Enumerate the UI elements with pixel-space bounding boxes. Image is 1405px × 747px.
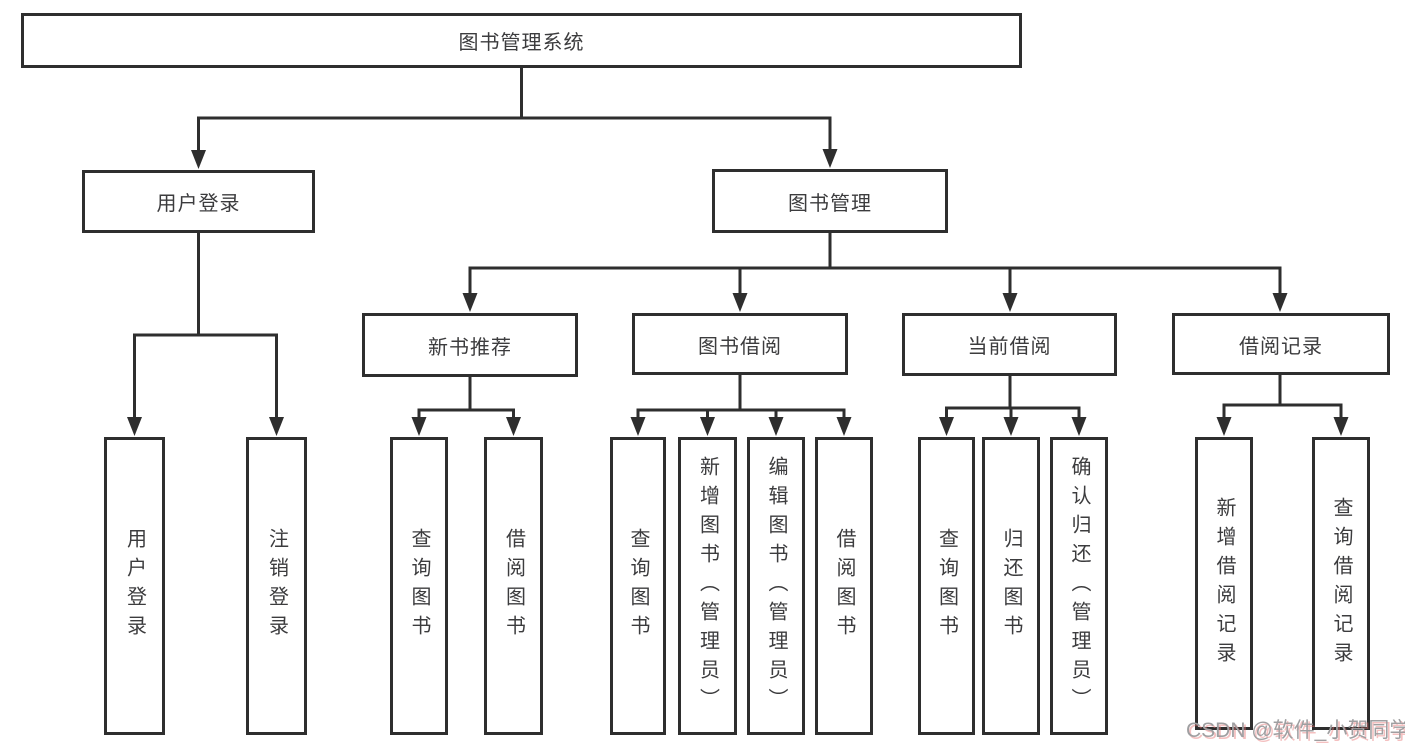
node-label: 归还图书 [1000, 528, 1022, 644]
node-label: 借阅图书 [502, 528, 525, 644]
connector-bookmgmt-to-level2 [462, 231, 1288, 312]
connector-root-to-level1 [191, 66, 838, 169]
node-leaf-logout: 注销登录 [246, 437, 307, 735]
node-leaf-return-book: 归还图书 [982, 437, 1040, 735]
arrow-head-icon [836, 417, 852, 436]
connector-borrowrecords-to-leaves [1216, 373, 1349, 436]
node-leaf-add-borrow-record: 新增借阅记录 [1195, 437, 1253, 730]
arrow-head-icon [822, 149, 838, 168]
arrow-head-icon [768, 417, 784, 436]
node-user-login: 用户登录 [82, 170, 315, 233]
arrow-head-icon [1071, 417, 1087, 436]
node-label: 当前借阅 [967, 336, 1052, 358]
node-label: 查询借阅记录 [1330, 496, 1352, 671]
node-leaf-confirm-return-admin: 确认归还（管理员） [1050, 437, 1108, 735]
node-label: 新增借阅记录 [1213, 496, 1235, 671]
arrow-head-icon [1003, 417, 1019, 436]
node-leaf-user-login: 用户登录 [104, 437, 165, 735]
arrow-head-icon [411, 417, 427, 436]
arrow-head-icon [127, 417, 142, 436]
node-label: 图书管理 [788, 192, 872, 215]
arrow-head-icon [700, 417, 715, 436]
node-label: 新增图书（管理员） [696, 455, 719, 717]
node-label: 图书借阅 [698, 335, 782, 358]
node-leaf-borrow-book: 借阅图书 [815, 437, 873, 735]
node-label: 注销登录 [265, 528, 288, 644]
node-leaf-query-book: 查询图书 [610, 437, 666, 735]
arrow-head-icon [506, 417, 521, 436]
node-book-borrow: 图书借阅 [632, 313, 848, 375]
node-leaf-query-current: 查询图书 [918, 437, 975, 735]
arrow-head-icon [1216, 417, 1232, 436]
csdn-watermark: CSDN @软件_小贺同学 [1186, 719, 1405, 742]
arrow-head-icon [1272, 293, 1288, 312]
node-label: 借阅记录 [1239, 335, 1323, 358]
arrow-head-icon [732, 293, 748, 312]
arrow-head-icon [191, 150, 206, 169]
node-borrow-records: 借阅记录 [1172, 313, 1390, 375]
node-leaf-borrow-book-rec: 借阅图书 [484, 437, 543, 735]
node-current-borrow: 当前借阅 [902, 313, 1117, 376]
node-leaf-query-book-rec: 查询图书 [390, 437, 448, 735]
node-library-system: 图书管理系统 [21, 13, 1022, 68]
arrow-head-icon [939, 417, 954, 436]
node-label: 查询图书 [408, 528, 430, 644]
node-leaf-add-book-admin: 新增图书（管理员） [678, 437, 737, 735]
node-label: 用户登录 [123, 528, 146, 644]
node-label: 编辑图书（管理员） [765, 455, 787, 717]
node-label: 借阅图书 [833, 528, 855, 644]
node-label: 查询图书 [627, 528, 649, 644]
connector-userlogin-to-leaves [127, 231, 284, 436]
node-label: 查询图书 [935, 528, 958, 644]
arrow-head-icon [630, 417, 646, 436]
node-new-book-recommend: 新书推荐 [362, 313, 578, 377]
node-label: 新书推荐 [428, 336, 512, 359]
node-book-management: 图书管理 [712, 169, 948, 233]
node-leaf-query-borrow-record: 查询借阅记录 [1312, 437, 1370, 730]
node-leaf-edit-book-admin: 编辑图书（管理员） [747, 437, 805, 735]
connector-newbookrec-to-leaves [411, 375, 521, 436]
node-label: 确认归还（管理员） [1068, 455, 1090, 717]
connector-bookborrow-to-leaves [630, 373, 852, 436]
arrow-head-icon [1002, 293, 1018, 312]
arrow-head-icon [462, 293, 478, 312]
node-label: 用户登录 [156, 193, 241, 215]
node-label: 图书管理系统 [458, 32, 585, 54]
arrow-head-icon [1333, 417, 1349, 436]
connector-currentborrow-to-leaves [939, 374, 1087, 436]
arrow-head-icon [269, 417, 284, 436]
